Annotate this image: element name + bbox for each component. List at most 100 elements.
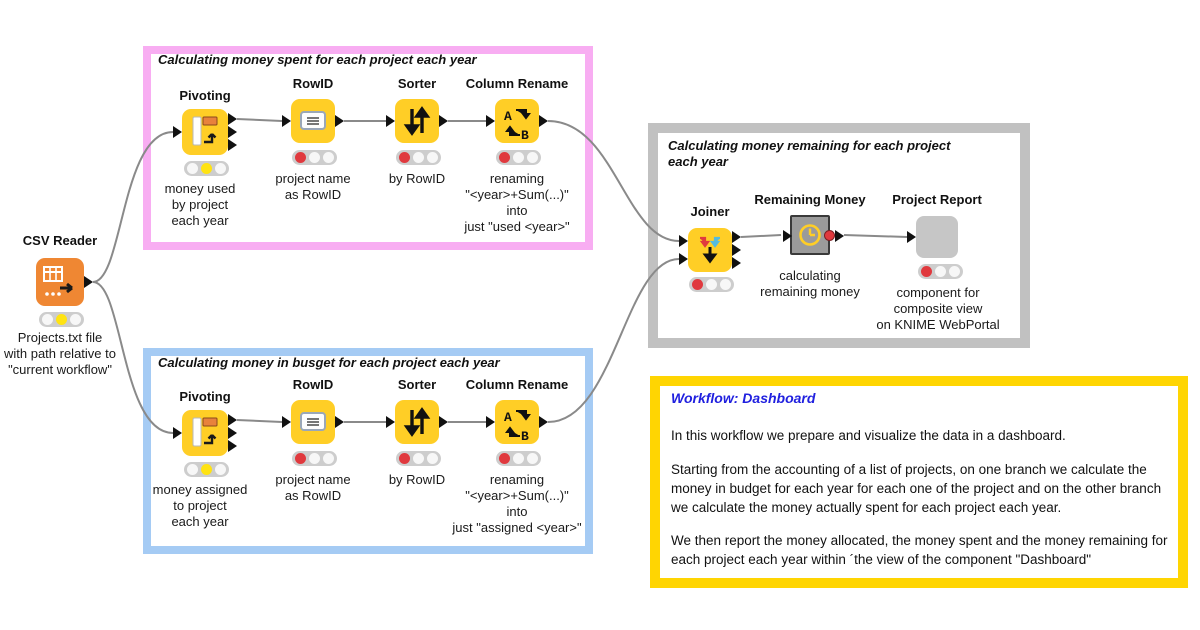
node-rowid-spent[interactable] [282,99,344,143]
sorter-spent-annotation: by RowID [388,171,446,186]
sort-arrows-icon [403,106,431,136]
spent-box-title: Calculating money spent for each project… [158,52,477,67]
rowid-spent-label: RowID [292,76,334,91]
input-port[interactable] [486,115,495,127]
traffic-light [39,312,84,327]
wire-rename-spent-to-joiner[interactable] [547,120,680,242]
budget-box-title: Calculating money in busget for each pro… [158,355,500,370]
rowid-spent-annotation: project name as RowID [275,171,351,202]
wire-rename-budget-to-joiner[interactable] [547,258,680,423]
workflow-note-paragraph: We then report the money allocated, the … [671,533,1168,567]
output-port[interactable] [228,113,237,125]
input-port[interactable] [386,115,395,127]
traffic-light [292,150,337,165]
rename-spent-label: Column Rename [465,76,569,91]
workflow-note-paragraph: Starting from the accounting of a list o… [671,462,1162,515]
pivot-icon [192,116,218,146]
wire-pivoting-to-rowid-spent[interactable] [236,118,283,122]
svg-text:A: A [504,410,512,425]
wire-csv-to-pivoting-budget[interactable] [92,281,174,434]
wire-csv-to-pivoting-spent[interactable] [92,131,174,283]
pivoting-budget-label: Pivoting [179,389,231,404]
remaining-money-label: Remaining Money [754,192,866,207]
node-csv-reader[interactable] [36,258,93,306]
pivoting-spent-annotation: money used by project each year [164,181,236,228]
input-port[interactable] [907,231,916,243]
traffic-light [496,150,541,165]
traffic-light [689,277,734,292]
annotation-box-workflow-note[interactable] [650,376,1188,588]
sorter-budget-annotation: by RowID [388,472,446,487]
output-port[interactable] [439,115,448,127]
remaining-box-title: Calculating money remaining for each pro… [668,138,951,169]
svg-text:A: A [504,109,512,124]
output-port[interactable] [835,230,844,242]
input-port[interactable] [386,416,395,428]
node-rowid-budget[interactable] [282,400,344,444]
output-port[interactable] [335,416,344,428]
rowid-budget-annotation: project name as RowID [275,472,351,503]
node-joiner[interactable] [679,228,741,272]
input-port[interactable] [173,427,182,439]
node-project-report-component[interactable] [907,216,958,258]
output-port[interactable] [539,115,548,127]
svg-text:B: B [521,128,529,143]
output-port[interactable] [228,126,237,138]
rename-budget-label: Column Rename [465,377,569,392]
join-arrows-icon [699,236,721,264]
traffic-light [184,161,229,176]
project-report-annotation: component for composite view on KNIME We… [876,285,1000,332]
csv-table-icon [43,266,73,296]
project-report-label: Project Report [892,192,982,207]
sorter-budget-label: Sorter [397,377,437,392]
node-remaining-money-metanode[interactable] [783,215,844,255]
node-column-rename-spent[interactable]: A B [486,99,548,143]
wire-joiner-to-remaining-money[interactable] [740,234,782,238]
csv-reader-annotation: Projects.txt file with path relative to … [3,330,116,377]
node-column-rename-budget[interactable]: A B [486,400,548,444]
input-port[interactable] [679,235,688,247]
pivoting-budget-annotation: money assigned to project each year [152,482,248,529]
rename-ab-icon: A B [504,410,531,444]
output-port[interactable] [539,416,548,428]
rowid-card-icon [300,412,326,431]
output-port[interactable] [228,427,237,439]
node-sorter-budget[interactable] [386,400,448,444]
wire-remaining-money-to-report[interactable] [843,234,908,238]
input-port[interactable] [282,115,291,127]
output-port[interactable] [335,115,344,127]
workflow-note-paragraph: In this workflow we prepare and visualiz… [671,428,1066,443]
output-port[interactable] [228,414,237,426]
input-port[interactable] [783,230,792,242]
traffic-light [396,150,441,165]
rename-spent-annotation: renaming "<year>+Sum(...)" into just "us… [464,171,570,234]
output-port[interactable] [84,276,93,288]
output-port[interactable] [228,139,237,151]
output-port[interactable] [228,440,237,452]
joiner-label: Joiner [690,204,730,219]
node-sorter-spent[interactable] [386,99,448,143]
node-pivoting-budget[interactable] [173,410,237,456]
node-pivoting-spent[interactable] [173,109,237,155]
output-port[interactable] [439,416,448,428]
output-port[interactable] [732,231,741,243]
clock-icon [799,224,821,246]
input-port[interactable] [173,126,182,138]
output-port-dot[interactable] [824,230,835,241]
traffic-light [918,264,963,279]
wire-pivoting-to-rowid-budget[interactable] [236,419,283,423]
pivot-icon [192,417,218,447]
rename-ab-icon: A B [504,109,531,143]
input-port[interactable] [486,416,495,428]
pivoting-spent-label: Pivoting [179,88,231,103]
traffic-light [496,451,541,466]
input-port[interactable] [679,253,688,265]
sorter-spent-label: Sorter [397,76,437,91]
output-port[interactable] [732,244,741,256]
workflow-note-title: Workflow: Dashboard [671,390,816,406]
rowid-card-icon [300,111,326,130]
input-port[interactable] [282,416,291,428]
output-port[interactable] [732,257,741,269]
